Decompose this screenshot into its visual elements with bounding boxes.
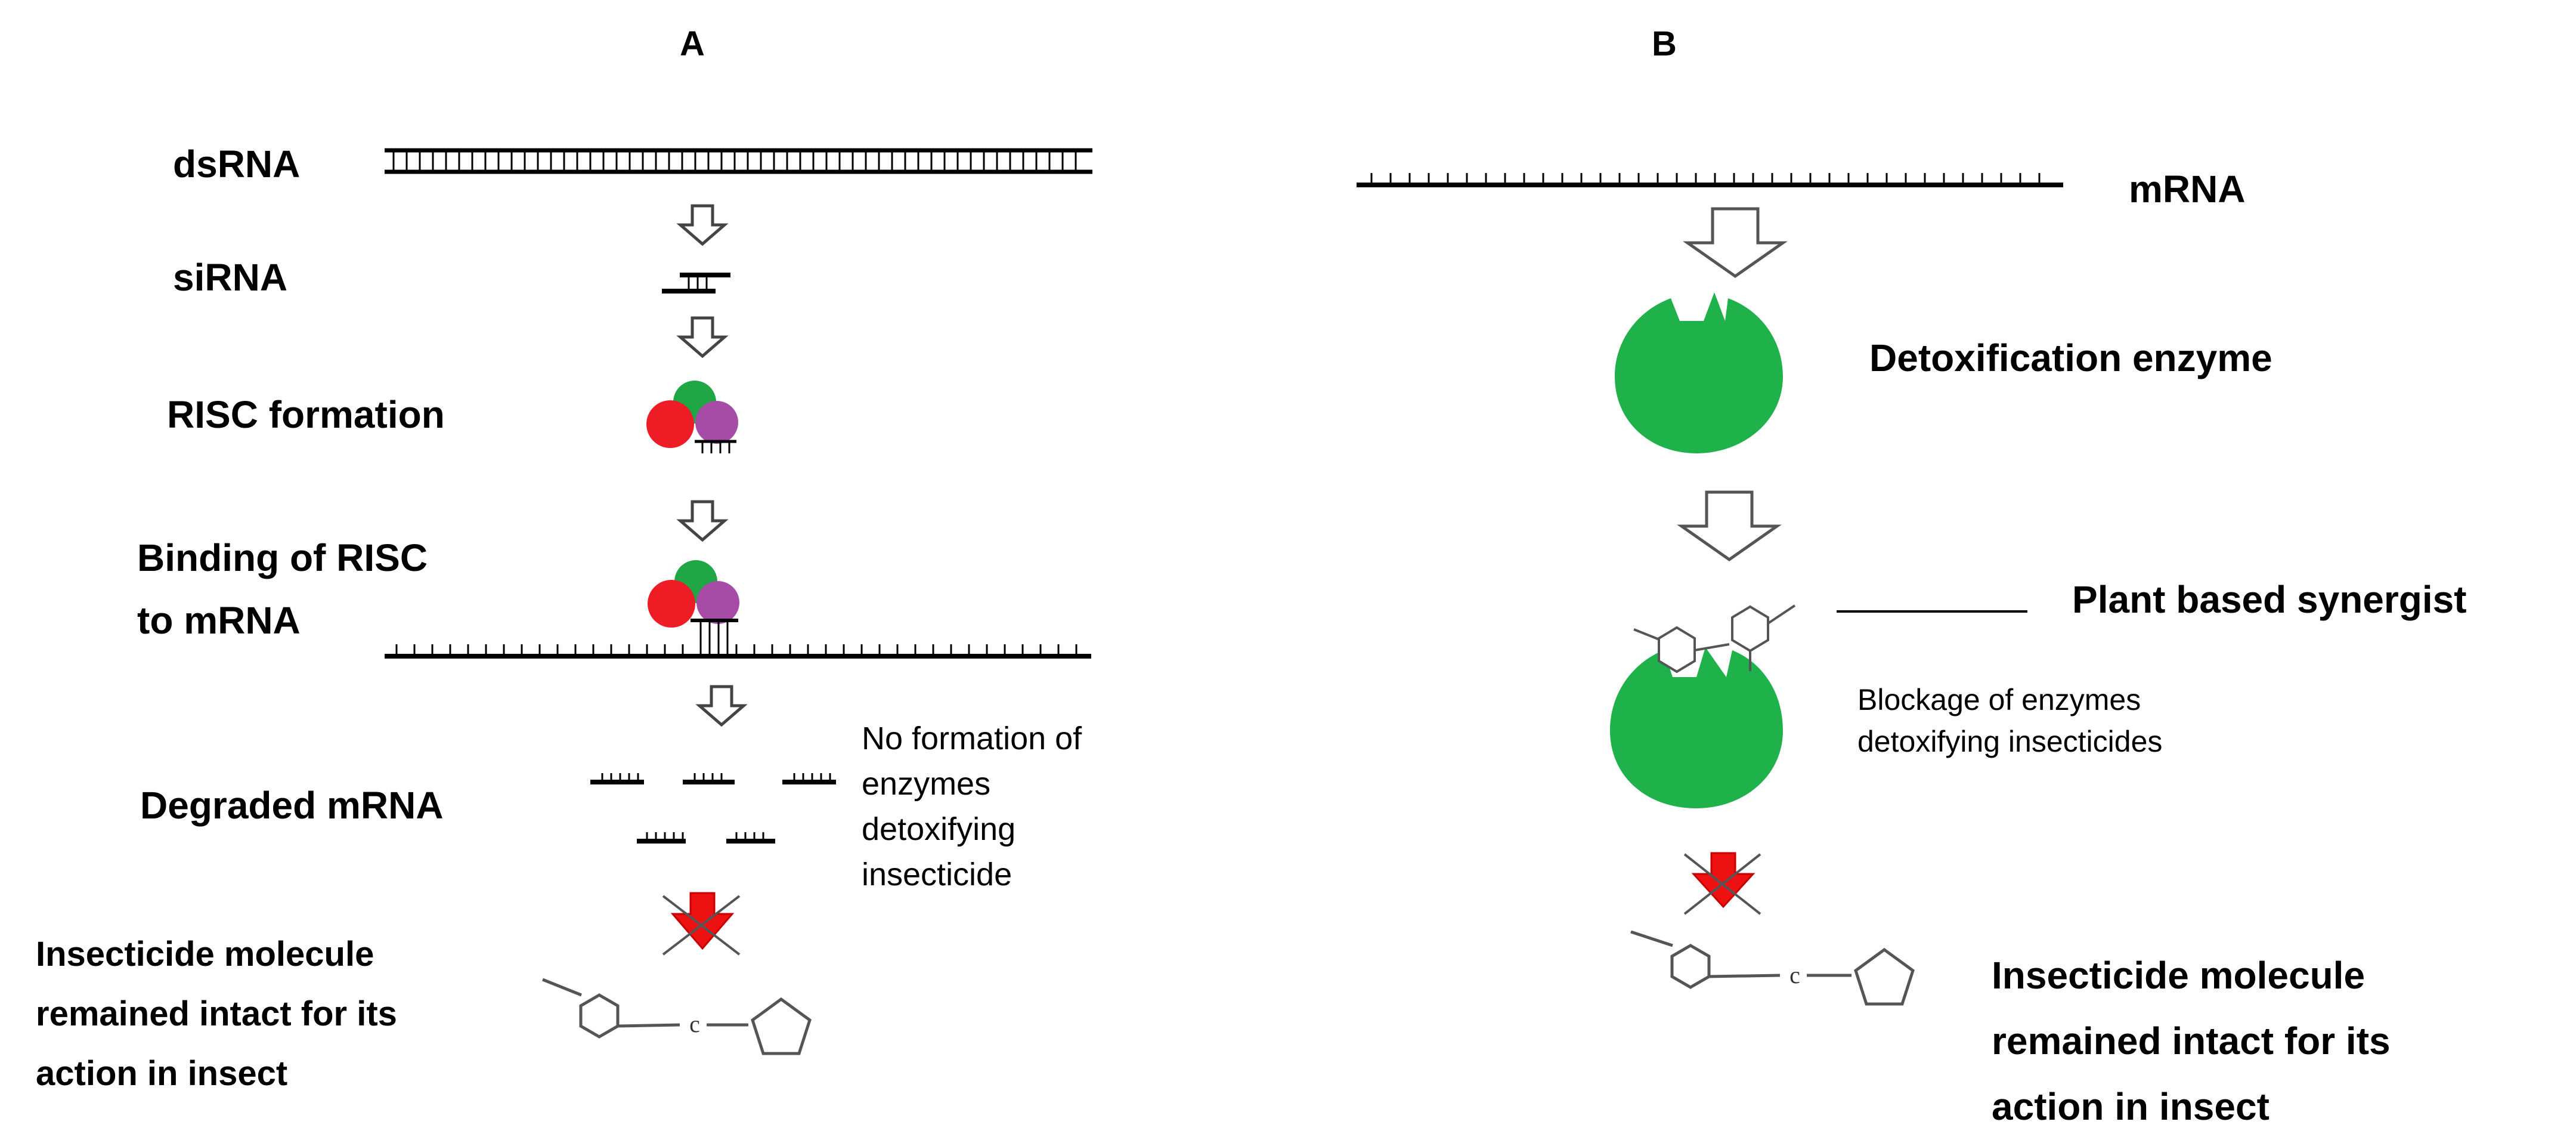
intact-a-line1: Insecticide molecule: [36, 935, 374, 974]
blocked-arrow-b: [1683, 852, 1761, 915]
molecule-atom-b: c: [1789, 962, 1800, 988]
intact-a-line2: remained intact for its: [36, 994, 397, 1033]
dsrna-label: dsRNA: [173, 143, 301, 186]
no-formation-line1: No formation of: [862, 721, 1082, 756]
intact-b-line3: action in insect: [1992, 1085, 2270, 1128]
blockage-line2: detoxifying insecticides: [1857, 725, 2163, 758]
mrna-strand-a: [385, 644, 1091, 659]
molecule-atom-a: c: [689, 1011, 700, 1037]
panel-a-label: A: [680, 24, 705, 63]
synergist-molecule: [1633, 604, 1796, 673]
insecticide-molecule-b: c: [1630, 930, 1913, 1004]
detox-enzyme-shape: [1615, 292, 1783, 453]
mrna-strand-b: [1357, 173, 2063, 187]
blocked-arrow-a: [662, 892, 741, 956]
intact-b-line1: Insecticide molecule: [1992, 954, 2366, 997]
binding-label-line1: Binding of RISC: [137, 536, 428, 579]
sirna-label: siRNA: [173, 256, 288, 299]
blockage-line1: Blockage of enzymes: [1857, 683, 2141, 716]
panel-b-label: B: [1652, 24, 1677, 63]
mrna-label: mRNA: [2129, 168, 2246, 211]
risc-formation-label: RISC formation: [167, 393, 445, 436]
intact-b-line2: remained intact for its: [1992, 1019, 2391, 1062]
no-formation-line2: enzymes: [862, 766, 991, 802]
dsrna-double-strand: [385, 148, 1092, 174]
arrow-down-b1: [1688, 209, 1783, 276]
insecticide-molecule-a: c: [542, 978, 810, 1054]
sirna-fragment: [662, 273, 730, 294]
arrow-down-2: [680, 318, 724, 356]
no-formation-line3: detoxifying: [862, 811, 1016, 847]
arrow-down-3: [680, 502, 724, 540]
degraded-mrna-label: Degraded mRNA: [140, 784, 444, 827]
arrow-down-1: [680, 206, 724, 244]
risc-complex: [646, 381, 738, 453]
arrow-down-b2: [1682, 492, 1777, 560]
no-formation-line4: insecticide: [862, 857, 1013, 892]
binding-label-line2: to mRNA: [137, 599, 301, 642]
degraded-mrna-fragments: [590, 773, 836, 844]
arrow-down-4: [699, 687, 744, 725]
blocked-enzyme-shape: [1610, 647, 1783, 808]
synergist-label: Plant based synergist: [2072, 578, 2467, 621]
detox-enzyme-label: Detoxification enzyme: [1869, 336, 2272, 379]
intact-a-line3: action in insect: [36, 1054, 288, 1093]
risc-bound-to-mrna: [648, 560, 739, 656]
